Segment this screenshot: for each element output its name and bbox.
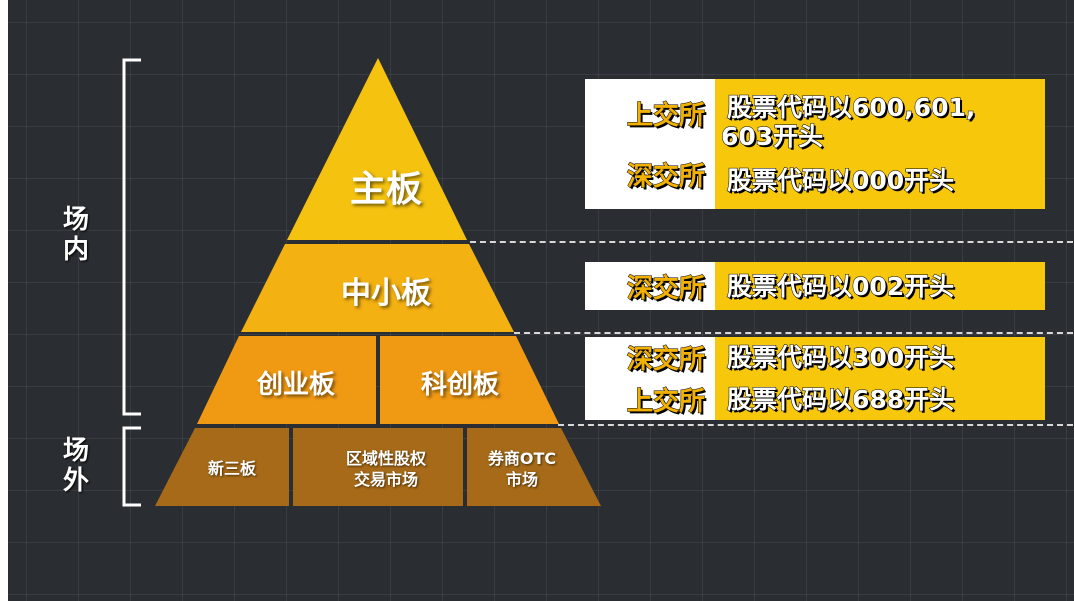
broker-otc-label: 券商OTC 市场 (470, 448, 574, 490)
code-rule-group: 股票代码以600,601, 603开头 (721, 92, 1045, 151)
sme-board-code-card: 深交所 股票代码以002开头 (585, 262, 1045, 310)
main-board-code-card: 上交所 深交所 股票代码以600,601, 603开头 股票代码以000开头 (585, 79, 1045, 209)
sme-board-label: 中小板 (341, 276, 431, 311)
growth-board-exchange-column: 深交所 上交所 (585, 337, 715, 420)
regional-equity-label-line2: 交易市场 (353, 470, 418, 489)
growth-board-code-column: 股票代码以300开头 股票代码以688开头 (715, 337, 1045, 420)
separator-dash-3 (558, 424, 1073, 426)
separator-dash-1 (470, 241, 1073, 243)
growth-board-code-card: 深交所 上交所 股票代码以300开头 股票代码以688开头 (585, 337, 1045, 420)
code-rule: 股票代码以300开头 (727, 343, 955, 373)
chinext-tier (197, 336, 376, 424)
broker-otc-label-line1: 券商OTC (487, 449, 557, 468)
broker-otc-label-line2: 市场 (505, 470, 538, 489)
star-market-label: 科创板 (420, 370, 499, 400)
exchange-label: 深交所 (626, 162, 705, 193)
regional-equity-tier (293, 428, 463, 506)
code-rule: 股票代码以000开头 (727, 166, 955, 196)
sme-board-exchange-column: 深交所 (585, 262, 715, 310)
main-board-code-column: 股票代码以600,601, 603开头 股票代码以000开头 (715, 79, 1045, 209)
onsite-label: 场内 (62, 205, 89, 265)
neeq-label: 新三板 (207, 459, 256, 478)
main-board-label: 主板 (349, 169, 422, 210)
regional-equity-label: 区域性股权 交易市场 (308, 448, 464, 490)
code-rule: 股票代码以688开头 (727, 384, 955, 414)
separator-dash-2 (514, 332, 1073, 334)
code-rule-continued: 603开头 (721, 121, 824, 151)
slide-background: 场内 场外 主板 中小板 创业板 科创板 新三板 区域性股权 交易市场 券商OT… (8, 0, 1074, 601)
exchange-label: 深交所 (626, 345, 705, 376)
star-market-tier (380, 336, 559, 424)
offsite-bracket (122, 426, 141, 507)
regional-equity-label-line1: 区域性股权 (345, 449, 426, 468)
broker-otc-tier (467, 428, 601, 506)
onsite-bracket (122, 58, 141, 416)
chinext-label: 创业板 (256, 370, 335, 400)
exchange-label: 上交所 (626, 386, 705, 417)
sme-board-tier (241, 244, 514, 332)
code-rule: 股票代码以002开头 (727, 271, 955, 301)
main-board-exchange-column: 上交所 深交所 (585, 79, 715, 209)
sme-board-code-column: 股票代码以002开头 (715, 262, 1045, 310)
offsite-label: 场外 (62, 436, 89, 496)
exchange-label: 上交所 (626, 101, 705, 132)
exchange-label: 深交所 (626, 273, 705, 304)
market-pyramid (122, 58, 601, 507)
main-board-tier (287, 58, 467, 240)
code-rule: 股票代码以600,601, (727, 92, 976, 122)
neeq-tier (155, 428, 289, 506)
